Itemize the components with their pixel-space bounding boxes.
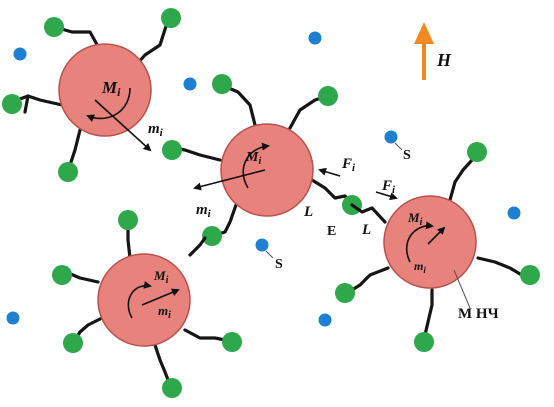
ligand-length-label-right: L [361,222,371,238]
solvent-ion [6,311,20,325]
element-label: E [327,224,336,239]
force-label-left: Fi [341,156,356,174]
nanoparticle-d: Mi mi [383,195,477,289]
solvent-ion [255,238,269,252]
force-arrows [318,167,398,201]
nanoparticle-a: Mi mi [58,43,164,152]
solvent-ion [318,313,332,327]
solvent-ions [6,31,521,327]
spin-label-b: mi [196,202,212,220]
moment-label-b: Mi [245,150,261,167]
spin-label-d: mi [414,259,426,275]
spin-label-c: mi [158,303,171,321]
particle-label: М НЧ [458,306,499,322]
solvent-ion [384,130,398,144]
solvent-ion [13,47,27,61]
solvent-ion [308,31,322,45]
solvent-pointer-upper [394,142,403,151]
moment-label-c: Mi [153,268,169,286]
solvent-ion [183,77,197,91]
ligand-length-label-left: L [303,204,313,220]
nanoparticle-b: Mi mi [193,123,314,220]
nanoparticle-c: Mi mi [97,253,191,347]
solvent-label-upper: S [403,148,411,163]
ligand-chains [2,8,540,398]
spin-label-a: mi [148,121,164,139]
field-direction-arrow [414,22,434,80]
solvent-label-lower: S [275,257,283,272]
moment-label-a: Mi [101,78,121,99]
particle-pointer [453,269,471,309]
moment-label-d: Mi [407,210,423,228]
force-label-right: Fi [381,178,396,196]
field-label: H [436,50,452,70]
solvent-ion [507,206,521,220]
solvent-pointer-lower [265,250,274,259]
